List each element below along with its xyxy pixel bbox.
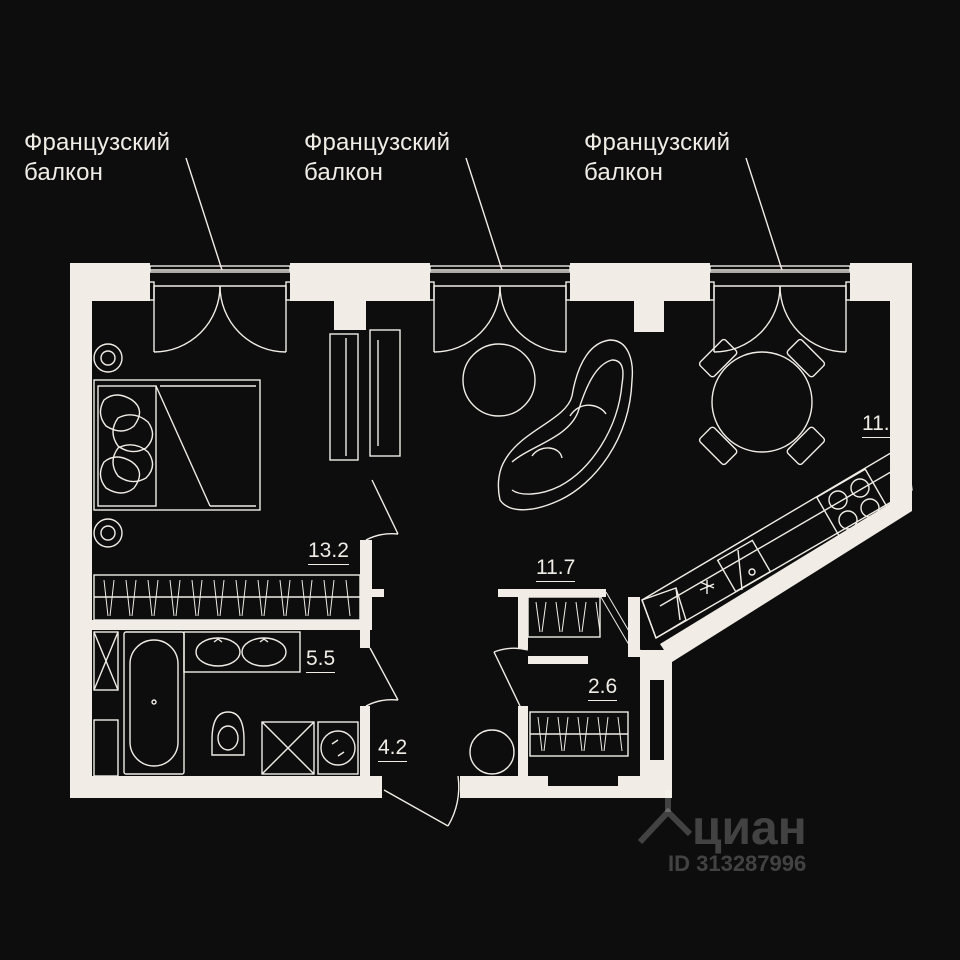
- balcony-label-middle: Французский балкон: [304, 128, 450, 188]
- balcony-label-right-line1: Французский: [584, 129, 731, 156]
- outer-wall: [70, 263, 380, 798]
- room-area-bedroom: 13.2: [308, 539, 349, 565]
- room-area-hallway: 4.2: [378, 736, 408, 762]
- room-area-living-room: 11.7: [536, 556, 576, 582]
- wardrobe-hangers: [103, 579, 351, 617]
- closet-hangers: [535, 591, 641, 752]
- openings: [92, 680, 664, 786]
- leader-line-left: [185, 157, 223, 271]
- watermark-brand: циан: [692, 802, 807, 855]
- room-area-closet: 2.6: [588, 675, 618, 701]
- room-area-kitchen: 11.4: [862, 412, 902, 438]
- balcony-label-right: Французский балкон: [584, 128, 730, 188]
- balcony-label-middle-line2: балкон: [304, 159, 384, 186]
- bathroom-fixtures: [93, 631, 399, 777]
- balcony-label-left-line1: Французский: [24, 129, 171, 156]
- window-left: [145, 265, 295, 353]
- plan-lines: [93, 157, 913, 827]
- watermark-id: ID 313287996: [668, 851, 807, 876]
- kitchen-furniture: [641, 338, 913, 640]
- balcony-label-right-line2: балкон: [584, 159, 664, 186]
- balcony-label-left-line2: балкон: [24, 159, 104, 186]
- leader-line-middle: [465, 157, 503, 271]
- balcony-label-left: Французский балкон: [24, 128, 170, 188]
- window-right: [705, 265, 855, 353]
- balcony-label-middle-line1: Французский: [304, 129, 451, 156]
- room-area-bathroom: 5.5: [306, 647, 336, 673]
- living-furniture: [383, 339, 634, 827]
- walls: [70, 263, 912, 798]
- bedroom-furniture: [93, 329, 401, 621]
- window-middle: [425, 265, 575, 353]
- leader-line-right: [745, 157, 783, 271]
